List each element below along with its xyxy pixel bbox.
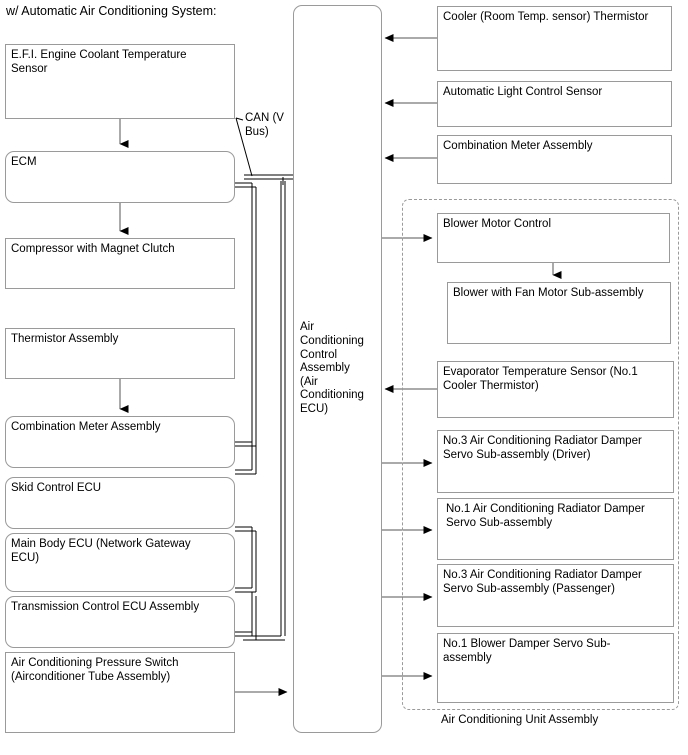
box-air-conditioning-control-assembly[interactable]: Air Conditioning Control Assembly (Air C… <box>293 5 382 733</box>
box-no1-radiator-damper-servo[interactable]: No.1 Air Conditioning Radiator Damper Se… <box>437 498 674 560</box>
box-transmission-control-ecu-assembly[interactable]: Transmission Control ECU Assembly <box>5 596 235 648</box>
box-cooler-room-temp-sensor-thermistor[interactable]: Cooler (Room Temp. sensor) Thermistor <box>437 6 672 71</box>
box-blower-with-fan-motor-sub-assembly[interactable]: Blower with Fan Motor Sub-assembly <box>447 282 671 344</box>
box-no3-radiator-damper-servo-driver[interactable]: No.3 Air Conditioning Radiator Damper Se… <box>437 430 674 493</box>
box-blower-motor-control[interactable]: Blower Motor Control <box>437 213 670 263</box>
box-automatic-light-control-sensor[interactable]: Automatic Light Control Sensor <box>437 81 672 127</box>
box-no3-radiator-damper-servo-passenger[interactable]: No.3 Air Conditioning Radiator Damper Se… <box>437 564 674 627</box>
box-thermistor-assembly[interactable]: Thermistor Assembly <box>5 328 235 379</box>
box-evaporator-temperature-sensor[interactable]: Evaporator Temperature Sensor (No.1 Cool… <box>437 361 674 418</box>
box-combination-meter-assembly-left[interactable]: Combination Meter Assembly <box>5 416 235 468</box>
air-conditioning-unit-assembly-caption: Air Conditioning Unit Assembly <box>441 714 599 726</box>
air-conditioning-unit-assembly-group <box>402 199 679 710</box>
box-combination-meter-assembly-right[interactable]: Combination Meter Assembly <box>437 135 672 184</box>
page-title: w/ Automatic Air Conditioning System: <box>6 4 217 18</box>
box-compressor-with-magnet-clutch[interactable]: Compressor with Magnet Clutch <box>5 238 235 289</box>
box-skid-control-ecu[interactable]: Skid Control ECU <box>5 477 235 529</box>
box-no1-blower-damper-servo-sub-assembly[interactable]: No.1 Blower Damper Servo Sub- assembly <box>437 633 674 703</box>
can-bus-label: CAN (V Bus) <box>245 112 284 138</box>
box-main-body-ecu[interactable]: Main Body ECU (Network Gateway ECU) <box>5 533 235 592</box>
box-air-conditioning-pressure-switch[interactable]: Air Conditioning Pressure Switch (Aircon… <box>5 652 235 733</box>
box-efi-engine-coolant-temperature-sensor[interactable]: E.F.I. Engine Coolant Temperature Sensor <box>5 44 235 119</box>
box-ecm[interactable]: ECM <box>5 151 235 203</box>
